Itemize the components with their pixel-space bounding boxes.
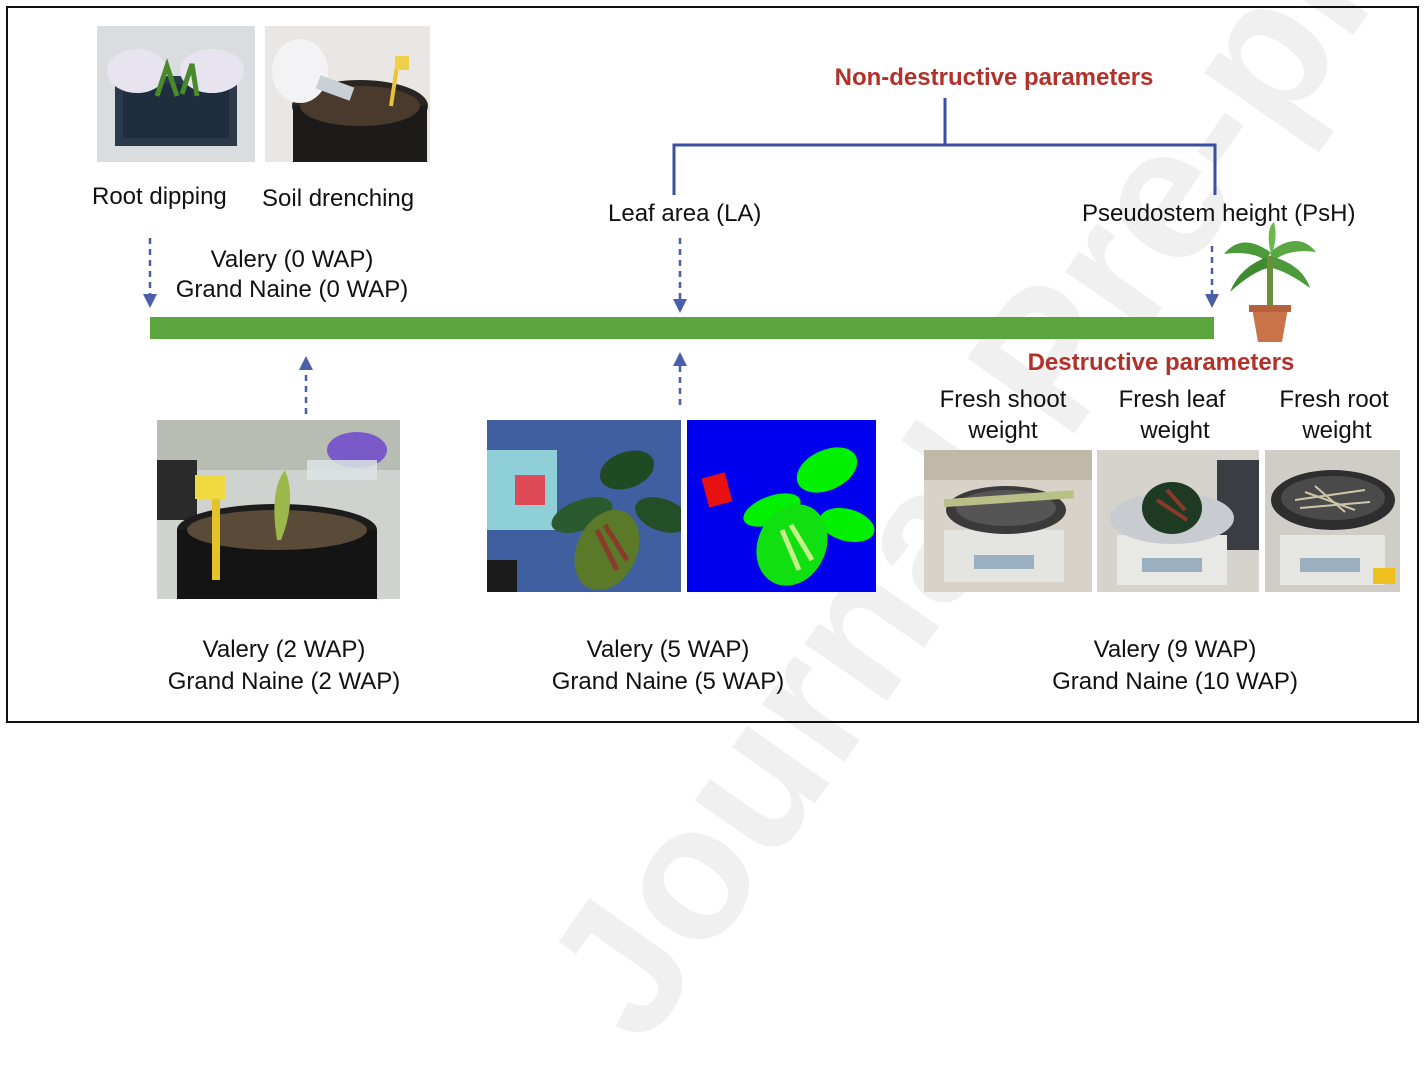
fresh-leaf-label-line1: Fresh leaf <box>1118 386 1226 413</box>
stage-9wap-line2: Grand Naine (10 WAP) <box>1052 668 1298 695</box>
arrow-0wap-head <box>143 294 157 308</box>
stage-9wap-line1: Valery (9 WAP) <box>1093 636 1257 663</box>
non-destructive-header: Non-destructive parameters <box>834 64 1154 91</box>
fresh-root-label-line2: weight <box>1302 417 1372 444</box>
stage-2wap-line2: Grand Naine (2 WAP) <box>167 668 401 695</box>
stage-5wap-line1: Valery (5 WAP) <box>586 636 750 663</box>
root-dipping-photo <box>97 26 255 162</box>
fresh-root-label-line1: Fresh root <box>1279 386 1389 413</box>
banana-plant-icon <box>1222 222 1318 344</box>
arrow-2wap-head <box>299 356 313 370</box>
arrow-psh-head <box>1205 294 1219 308</box>
fresh-root-weight-photo <box>1265 450 1400 592</box>
inoculation-2wap-photo <box>157 420 400 599</box>
fresh-shoot-label-line2: weight <box>968 417 1038 444</box>
stage-0wap-line1: Valery (0 WAP) <box>210 246 374 273</box>
timeline-bar <box>150 317 1214 339</box>
diagram-lines <box>143 98 1219 414</box>
fresh-shoot-label-line1: Fresh shoot <box>939 386 1067 413</box>
soil-drenching-label: Soil drenching <box>262 185 415 212</box>
arrow-5wap-head <box>673 352 687 366</box>
destructive-header: Destructive parameters <box>1027 349 1295 376</box>
arrow-la-head <box>673 299 687 313</box>
stage-5wap-line2: Grand Naine (5 WAP) <box>551 668 785 695</box>
root-dipping-label: Root dipping <box>92 183 227 210</box>
soil-drenching-photo <box>265 26 430 162</box>
stage-0wap-line2: Grand Naine (0 WAP) <box>175 276 409 303</box>
leaf-area-rgb-photo <box>487 420 681 592</box>
non-destructive-bracket <box>672 98 1217 195</box>
fresh-leaf-label-line2: weight <box>1140 417 1210 444</box>
leaf-area-label: Leaf area (LA) <box>608 200 762 227</box>
fresh-shoot-weight-photo <box>924 450 1092 592</box>
pseudostem-label: Pseudostem height (PsH) <box>1082 200 1356 227</box>
leaf-area-segmented-photo <box>687 420 876 592</box>
figure-frame <box>6 6 1419 723</box>
fresh-leaf-weight-photo <box>1097 450 1259 592</box>
stage-2wap-line1: Valery (2 WAP) <box>202 636 366 663</box>
